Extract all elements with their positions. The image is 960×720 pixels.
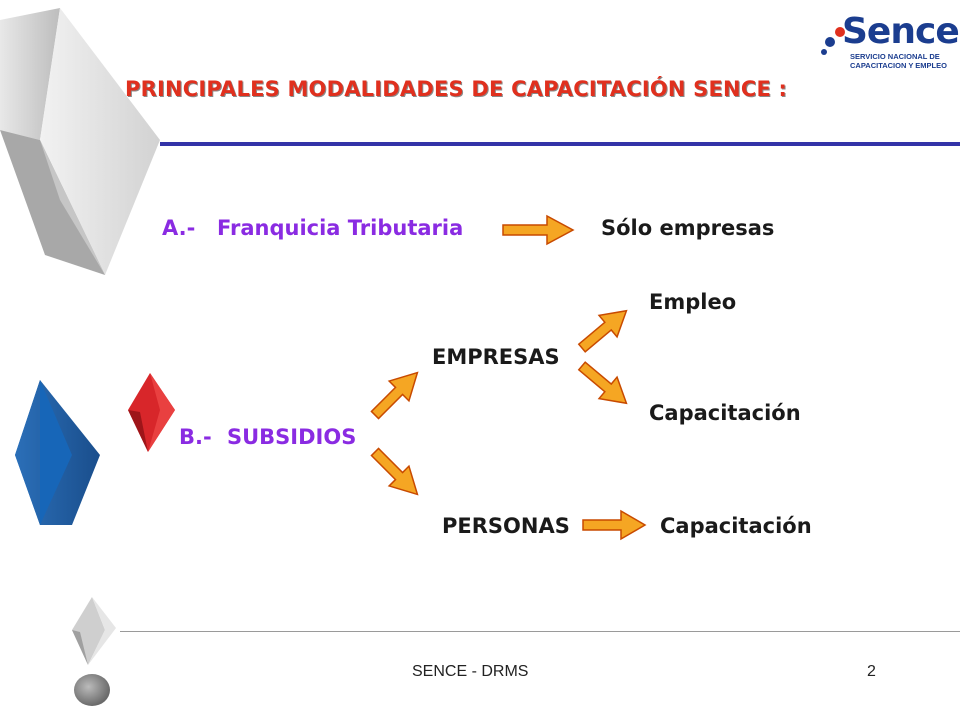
footer-text: SENCE - DRMS	[412, 663, 529, 680]
a-result: Sólo empresas	[601, 216, 775, 240]
capacitacion-empresas-label: Capacitación	[649, 401, 801, 425]
grey-ball	[74, 674, 110, 706]
logo-dots-icon	[821, 27, 845, 55]
b-prefix: B.-	[179, 425, 212, 449]
title-underline	[160, 142, 960, 146]
arrow-franquicia-to-empresas	[502, 214, 575, 246]
arrow-personas-to-capacitacion	[582, 509, 647, 541]
a-label: Franquicia Tributaria	[217, 216, 464, 240]
arrow-empresas-to-empleo	[577, 309, 628, 353]
page-number: 2	[867, 663, 876, 680]
capacitacion-personas-label: Capacitación	[660, 514, 812, 538]
grey-crystal-large	[0, 8, 160, 275]
a-prefix: A.-	[162, 216, 196, 240]
blue-crystal	[15, 380, 100, 525]
arrow-subsidios-to-empresas	[370, 371, 419, 420]
logo-word: Sence	[842, 11, 960, 52]
slide-title: PRINCIPALES MODALIDADES DE CAPACITACIÓN …	[125, 77, 788, 101]
empleo-label: Empleo	[649, 290, 737, 314]
logo-subtitle: SERVICIO NACIONAL DE CAPACITACION Y EMPL…	[850, 52, 947, 70]
personas-label: PERSONAS	[442, 514, 570, 538]
arrow-subsidios-to-personas	[370, 447, 419, 496]
footer-rule	[120, 631, 960, 632]
red-crystal	[128, 373, 175, 452]
b-label: SUBSIDIOS	[227, 425, 357, 449]
empresas-label: EMPRESAS	[432, 345, 560, 369]
grey-crystal-small	[72, 597, 116, 665]
arrow-empresas-to-capacitacion	[577, 361, 628, 405]
sence-logo: Sence SERVICIO NACIONAL DE CAPACITACION …	[820, 10, 960, 80]
